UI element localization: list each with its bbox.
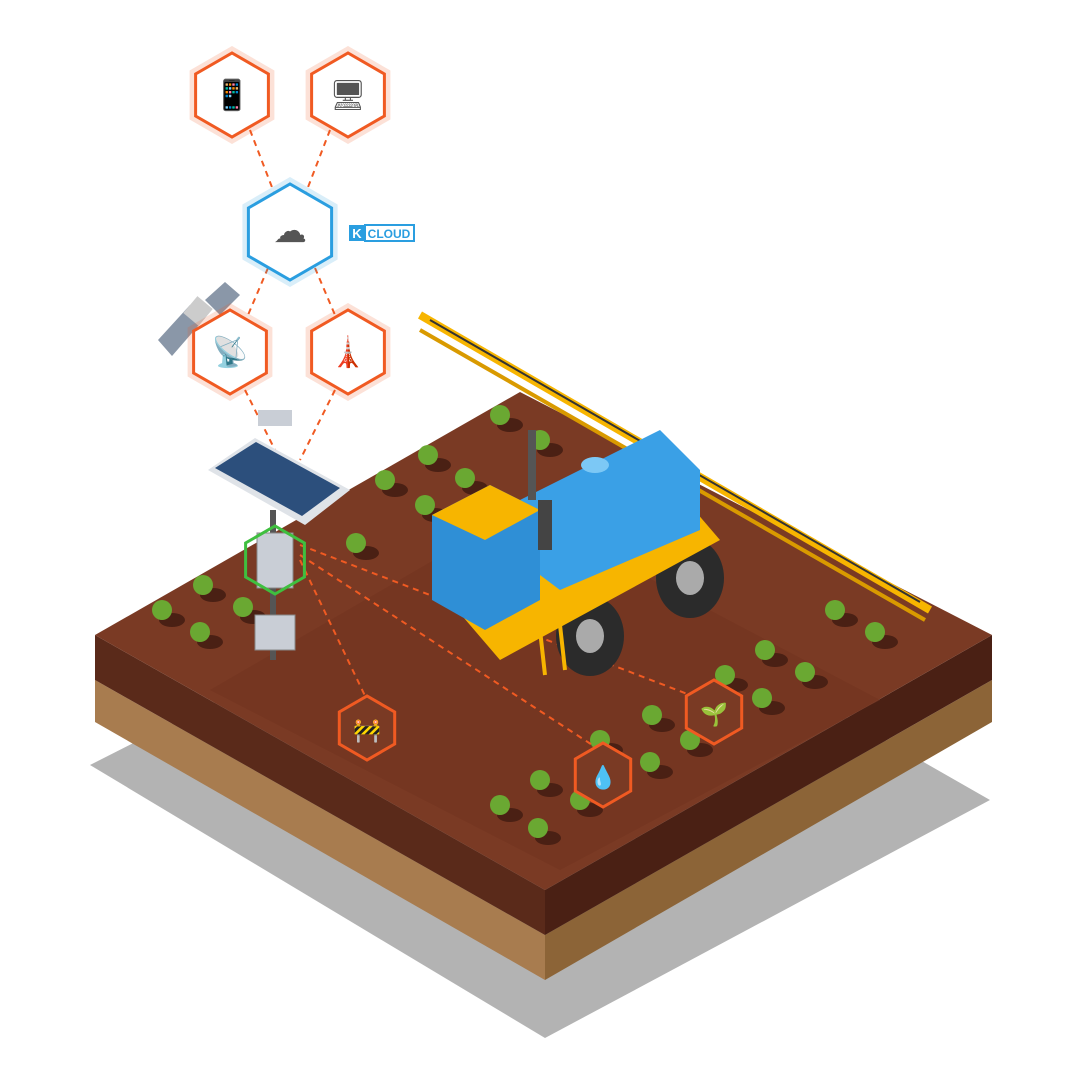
cloud-logo: K CLOUD bbox=[349, 224, 415, 242]
cell-tower-node: 🗼 bbox=[305, 303, 391, 401]
connection-lines bbox=[244, 129, 691, 751]
plant bbox=[455, 468, 475, 488]
monitor-dashboard-node: 🖥 bbox=[305, 46, 391, 144]
crop-plants bbox=[152, 405, 898, 845]
plant bbox=[415, 495, 435, 515]
plant bbox=[640, 752, 660, 772]
sensor-station bbox=[208, 410, 350, 660]
plant bbox=[530, 770, 550, 790]
sprayer-tractor bbox=[417, 311, 933, 676]
plant bbox=[642, 705, 662, 725]
satellite-dish-icon: 📡 bbox=[212, 333, 249, 369]
plant-root-icon: 🌱 bbox=[700, 702, 728, 728]
plant bbox=[715, 665, 735, 685]
slab-left-soil bbox=[95, 635, 545, 935]
plant bbox=[418, 445, 438, 465]
satellite-node: 📡 bbox=[187, 303, 273, 401]
svg-text:CLOUD: CLOUD bbox=[368, 227, 411, 241]
barrier-icon: 🚧 bbox=[353, 718, 381, 744]
plant bbox=[528, 818, 548, 838]
water-drop-icon: 💧 bbox=[589, 764, 617, 791]
plant bbox=[375, 470, 395, 490]
plant bbox=[490, 405, 510, 425]
plant bbox=[190, 622, 210, 642]
plant bbox=[233, 597, 253, 617]
slab-right-soil bbox=[545, 635, 992, 935]
field-sensor-node bbox=[244, 524, 306, 596]
monitor-chart-icon: 🖥 bbox=[329, 78, 366, 112]
plant-root-node: 🌱 bbox=[684, 678, 744, 746]
plant bbox=[752, 688, 772, 708]
svg-text:K: K bbox=[352, 226, 362, 241]
slab-left-sand bbox=[95, 680, 545, 980]
plant bbox=[795, 662, 815, 682]
barrier-node: 🚧 bbox=[337, 694, 397, 762]
plant bbox=[680, 730, 700, 750]
plant bbox=[755, 640, 775, 660]
cloud-server-icon: ☁ bbox=[273, 211, 307, 250]
slab-right-sand bbox=[545, 680, 992, 980]
plant bbox=[865, 622, 885, 642]
soil-moisture-node: 💧 bbox=[573, 741, 633, 809]
satellite bbox=[158, 282, 240, 356]
plant bbox=[346, 533, 366, 553]
plant bbox=[825, 600, 845, 620]
plant bbox=[193, 575, 213, 595]
plant bbox=[152, 600, 172, 620]
phone-alert-icon: 📱 bbox=[214, 78, 251, 112]
cell-tower-icon: 🗼 bbox=[330, 334, 367, 369]
cloud-server-node: ☁ bbox=[242, 177, 338, 287]
mobile-alert-node: 📱 bbox=[189, 46, 275, 144]
plant bbox=[490, 795, 510, 815]
field-inner bbox=[210, 510, 880, 870]
